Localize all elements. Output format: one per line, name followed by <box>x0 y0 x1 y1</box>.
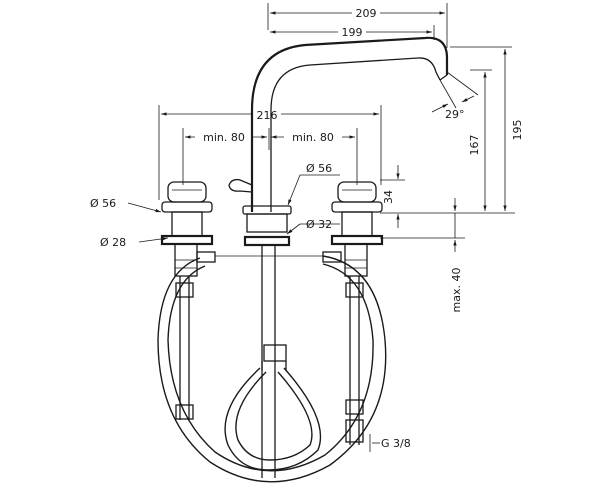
callout-dia28: Ø 28 <box>100 236 169 249</box>
dim-216-label: 216 <box>257 109 278 122</box>
dim-195-label: 195 <box>511 120 524 141</box>
dimension-min80: min. 80 min. 80 <box>182 128 358 185</box>
dia32-label: Ø 32 <box>306 218 332 231</box>
dim-209-label: 209 <box>356 7 377 20</box>
dim-max40-label: max. 40 <box>450 268 463 313</box>
dim-min80-right-label: min. 80 <box>292 131 334 144</box>
dim-min80-left-label: min. 80 <box>203 131 245 144</box>
dia28-label: Ø 28 <box>100 236 126 249</box>
callout-g38: G 3/8 <box>369 434 411 452</box>
dimension-167: 167 <box>468 69 492 211</box>
dimension-34: 34 <box>380 165 405 228</box>
spout-body <box>228 36 457 478</box>
flexible-hose-loop <box>157 255 387 483</box>
side-connectors <box>196 251 342 263</box>
dimension-209: 209 <box>267 3 448 48</box>
dim-167-label: 167 <box>468 135 481 156</box>
supply-pipes <box>175 276 364 445</box>
dimension-195: 195 <box>450 46 524 211</box>
callout-dia56-center: Ø 56 <box>287 162 340 206</box>
dimension-angle-29: 29° <box>431 71 479 121</box>
dia56-left-label: Ø 56 <box>90 197 116 210</box>
dia56-center-label: Ø 56 <box>306 162 332 175</box>
dimension-216: 216 <box>158 105 382 200</box>
dim-199-label: 199 <box>342 26 363 39</box>
callout-dia32: Ø 32 <box>286 218 340 235</box>
dim-angle-29-label: 29° <box>445 108 465 121</box>
dim-34-label: 34 <box>382 190 395 204</box>
deck-reference-lines <box>380 212 515 239</box>
callout-dia56-left: Ø 56 <box>90 197 162 213</box>
inner-hose-loop <box>224 344 322 471</box>
g38-label: G 3/8 <box>381 437 411 450</box>
left-valve <box>160 181 214 277</box>
right-valve <box>330 181 384 277</box>
dimension-199: 199 <box>270 24 435 40</box>
dimension-max40: max. 40 <box>450 198 463 312</box>
